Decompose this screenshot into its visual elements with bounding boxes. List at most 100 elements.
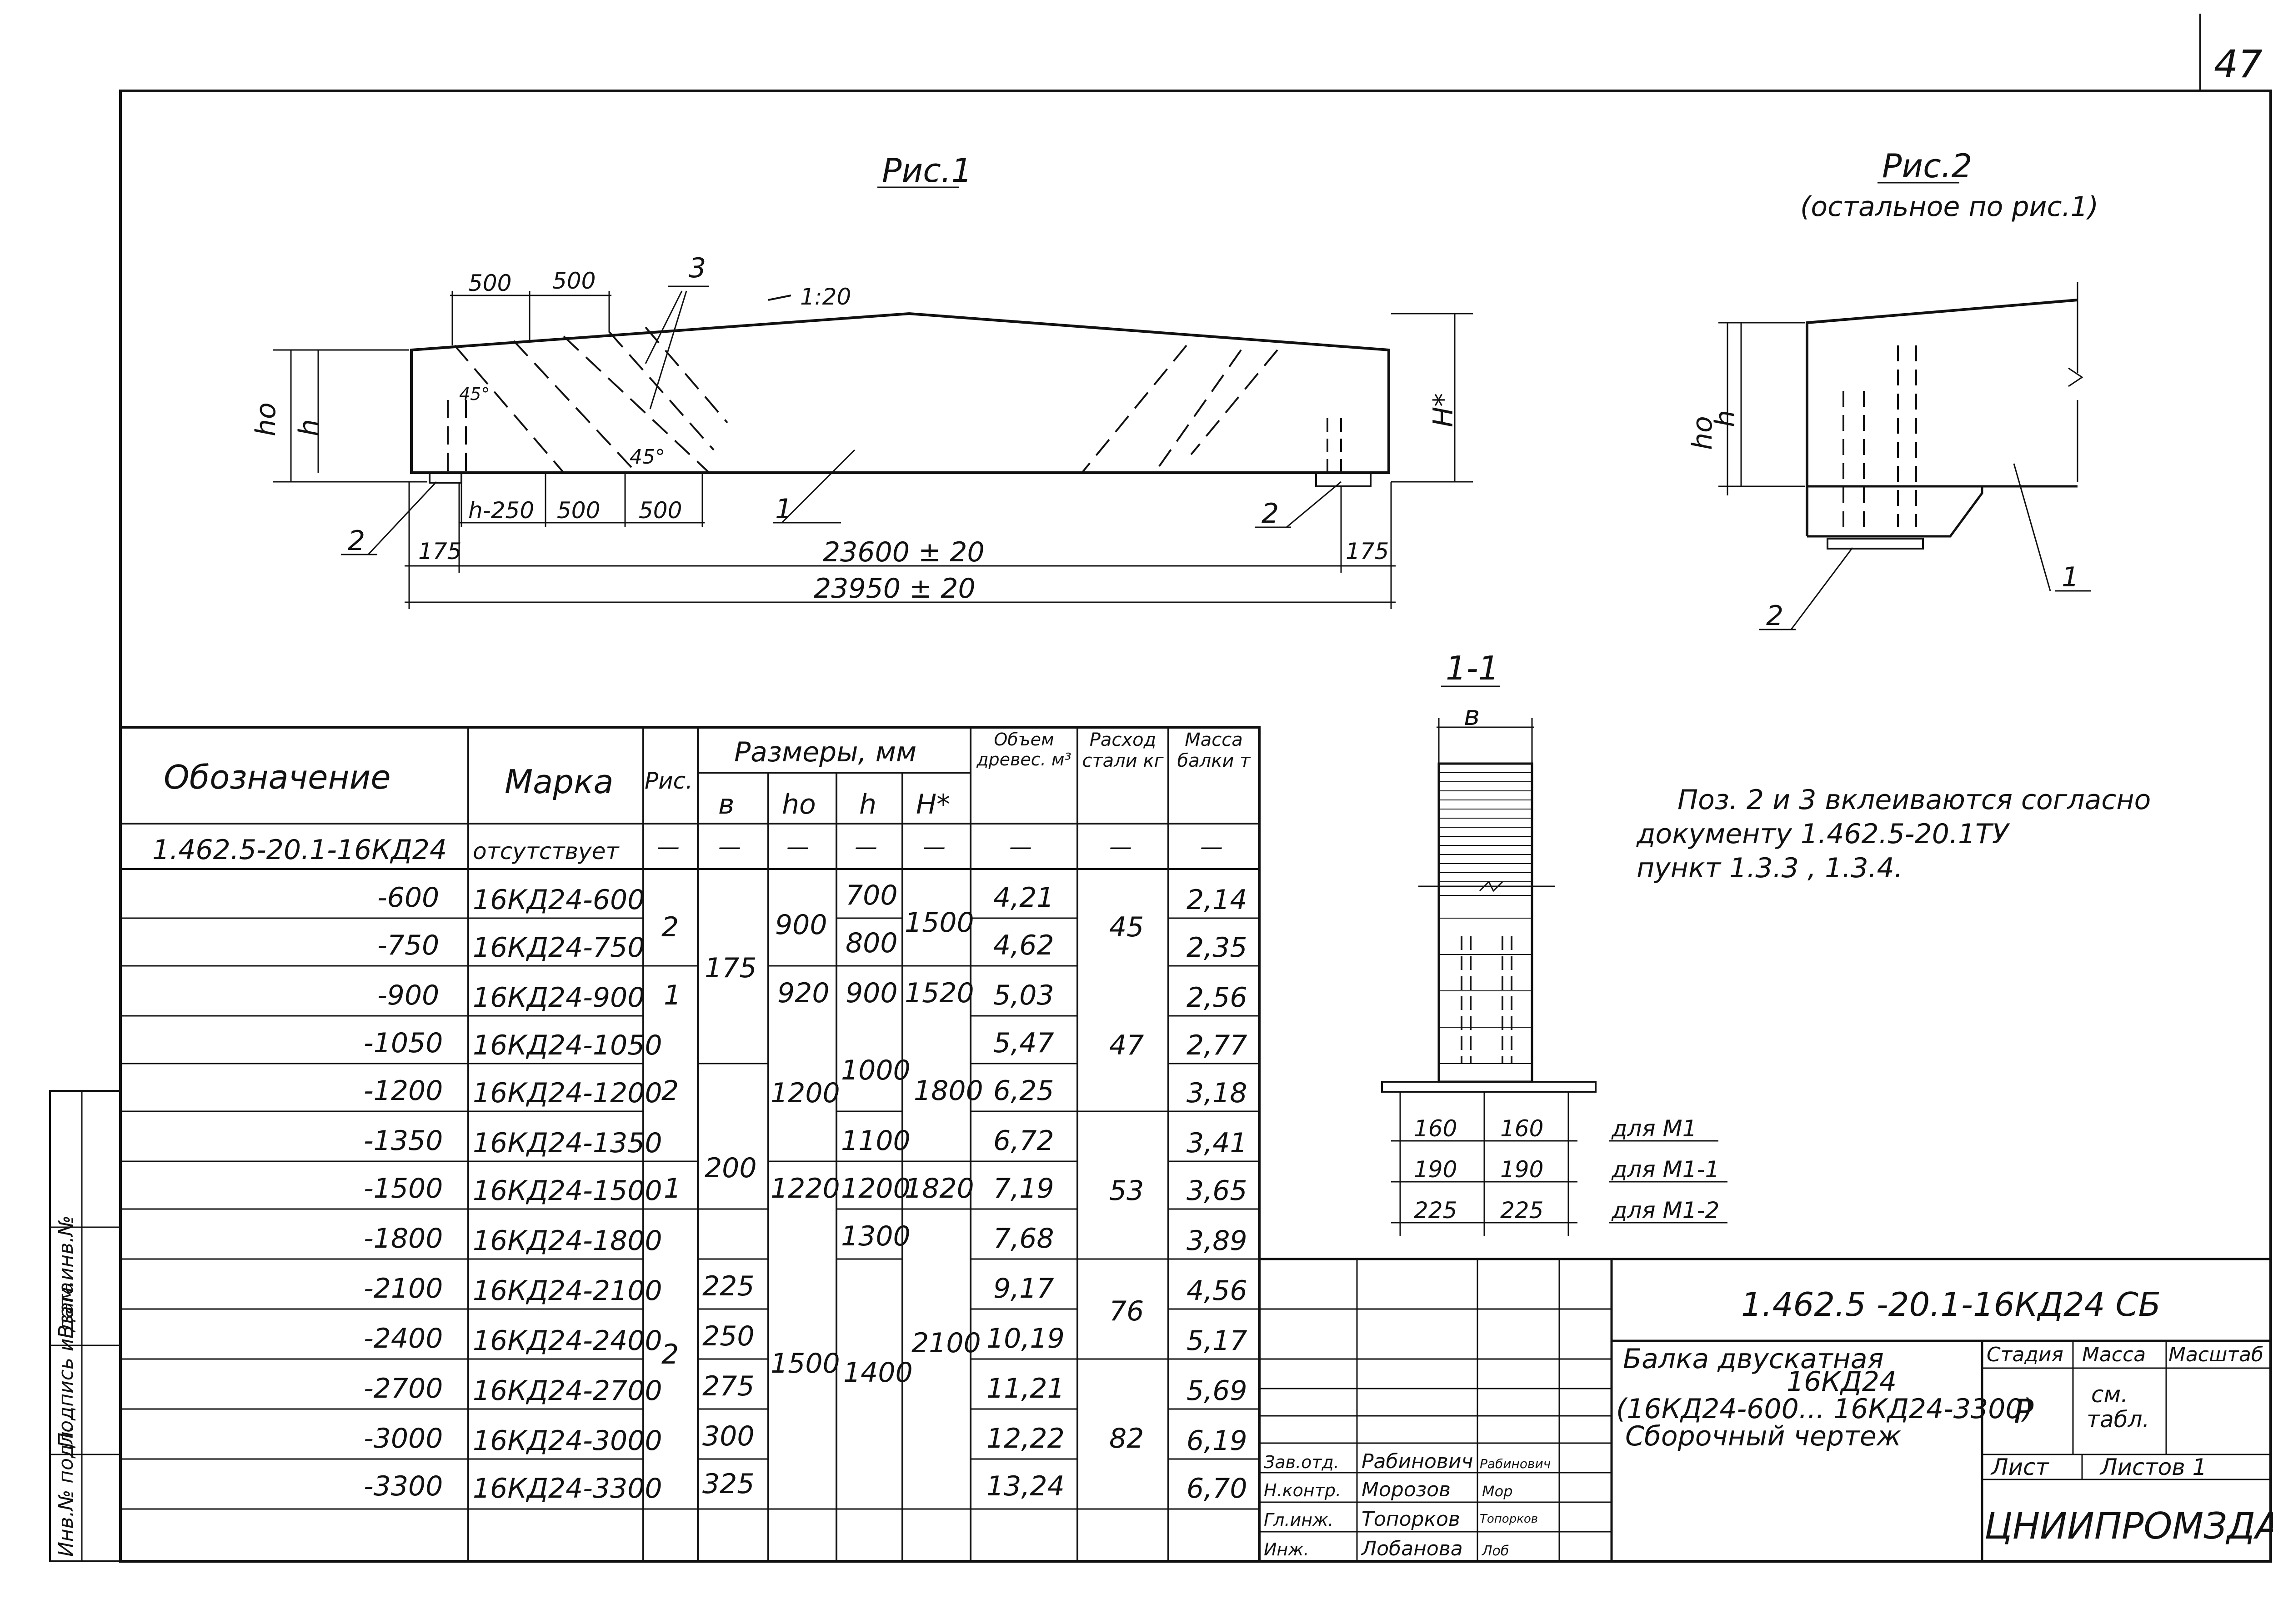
merged-H-1520: 1520	[905, 977, 974, 1009]
row0-H: —	[923, 834, 946, 860]
fig1-h: h	[293, 419, 325, 436]
sheet-number: 47	[2214, 42, 2263, 86]
merged-ho-920: 920	[777, 977, 830, 1009]
row13-oboz: -3300	[364, 1470, 443, 1502]
section-note-m1: для М1	[1611, 1115, 1697, 1142]
row1-vol: 4,21	[993, 882, 1054, 914]
row7-marka: 16КД24-1500	[473, 1175, 662, 1207]
row4-vol: 5,47	[993, 1027, 1054, 1059]
th-steel: Расход стали кг	[1082, 730, 1164, 771]
row0-h: —	[855, 834, 877, 860]
title-block: Зав.отд. Рабинович Рабинович Н.контр. Мо…	[1259, 1258, 2273, 1561]
section-dim-160b: 160	[1500, 1115, 1543, 1142]
note-line1: Поз. 2 и 3 вклеиваются согласно	[1677, 784, 2151, 816]
fig2-pos-1: 1	[2062, 561, 2079, 593]
merged-H-1820: 1820	[905, 1173, 974, 1204]
row13-b: 325	[702, 1468, 755, 1500]
fig1-dim-bot-h250: h-250	[468, 497, 534, 524]
row7-oboz: -1500	[364, 1173, 443, 1204]
row5-mass: 3,18	[1187, 1077, 1247, 1109]
th-H: H*	[916, 789, 950, 820]
merged-ho-1500: 1500	[771, 1348, 840, 1379]
fig1-dim-bot-500b: 500	[639, 497, 682, 524]
row9-b: 225	[702, 1270, 755, 1302]
fig1-length-outer: 23950 ± 20	[814, 573, 976, 605]
row10-b: 250	[702, 1320, 755, 1352]
row4-oboz: -1050	[364, 1027, 443, 1059]
merged-h-1400: 1400	[843, 1357, 913, 1389]
fig1-title: Рис.1	[882, 151, 972, 190]
row4-mass: 2,77	[1187, 1029, 1247, 1061]
tb-sheet-label: Лист	[1990, 1454, 2050, 1480]
row2-h: 800	[846, 927, 898, 959]
row11-oboz: -2700	[364, 1373, 443, 1404]
side-inv-podl: Инв.№ подл.	[55, 1425, 78, 1557]
row0-mass: —	[1200, 834, 1223, 860]
row12-oboz: -3000	[364, 1423, 443, 1454]
row5-vol: 6,25	[993, 1075, 1054, 1107]
section-b: в	[1464, 700, 1480, 732]
row3-mass: 2,56	[1187, 982, 1247, 1014]
tb-name-line3: (16КД24-600... 16КД24-3300)	[1616, 1393, 2033, 1425]
row8-h: 1300	[841, 1220, 911, 1252]
merged-steel-47: 47	[1109, 1029, 1144, 1061]
row0-b: —	[718, 834, 741, 860]
fig1-dim-end-left: 175	[418, 538, 461, 565]
row12-marka: 16КД24-3000	[473, 1425, 662, 1457]
fig1-dim-top-500a: 500	[468, 270, 511, 296]
row0-steel: —	[1109, 834, 1132, 860]
row10-oboz: -2400	[364, 1323, 443, 1354]
row3-vol: 5,03	[993, 979, 1054, 1011]
fig2-h: h	[1709, 410, 1741, 427]
tb-name-0: Рабинович	[1362, 1450, 1473, 1473]
side-podpis: Подпись и дата	[55, 1282, 78, 1448]
fig2-pos-2: 2	[1766, 600, 1783, 632]
th-oboznachenie: Обозначение	[164, 758, 391, 796]
section-dim-160a: 160	[1414, 1115, 1457, 1142]
section-note-m1-1: для М1-1	[1611, 1156, 1719, 1183]
fig2-subtitle: (остальное по рис.1)	[1800, 191, 2098, 223]
merged-steel-82: 82	[1109, 1423, 1144, 1454]
merged-steel-45: 45	[1109, 911, 1144, 943]
th-razmery: Размеры, мм	[734, 736, 916, 768]
row6-oboz: -1350	[364, 1125, 443, 1157]
row0-vol: —	[1009, 834, 1032, 860]
section-dim-225b: 225	[1500, 1197, 1543, 1224]
row6-h: 1100	[841, 1125, 911, 1157]
tb-role-2: Гл.инж.	[1264, 1510, 1333, 1530]
tb-sign-3: Лоб	[1482, 1543, 1509, 1559]
th-mass: Масса балки т	[1177, 730, 1251, 771]
row13-vol: 13,24	[986, 1470, 1065, 1502]
merged-ris-1b: 1	[664, 1173, 681, 1204]
row6-vol: 6,72	[993, 1125, 1054, 1157]
note-line2: документу 1.462.5-20.1ТУ	[1636, 818, 2010, 850]
tb-stage-label: Стадия	[1987, 1343, 2063, 1366]
merged-H-1500: 1500	[905, 907, 974, 939]
table-row: 1.462.5-20.1-16КД24 отсутствует — — — — …	[152, 834, 1223, 866]
tb-mass-value-2: табл.	[2087, 1406, 2149, 1433]
fig1-pos-3: 3	[689, 252, 706, 284]
th-marka: Марка	[505, 763, 614, 801]
merged-H-1800: 1800	[914, 1075, 983, 1107]
merged-ris-2a: 2	[661, 911, 679, 943]
merged-b-200: 200	[705, 1152, 757, 1184]
row12-mass: 6,19	[1187, 1425, 1247, 1457]
fig2-ho: ho	[1687, 416, 1718, 450]
section-note-m1-2: для М1-2	[1611, 1197, 1719, 1224]
row11-marka: 16КД24-2700	[473, 1375, 662, 1407]
sheet-number-box: 47	[2199, 14, 2263, 91]
row11-b: 275	[702, 1370, 755, 1402]
tb-sign-1: Мор	[1482, 1483, 1513, 1500]
row0-ho: —	[786, 834, 809, 860]
fig1-angle-a: 45°	[459, 384, 490, 404]
row12-b: 300	[702, 1420, 755, 1452]
note-line3: пункт 1.3.3 , 1.3.4.	[1637, 852, 1903, 884]
side-stamp: Инв.№ подл. Подпись и дата Взам.инв.№	[49, 1090, 121, 1562]
note: Поз. 2 и 3 вклеиваются согласно документ…	[1636, 784, 2151, 884]
row9-oboz: -2100	[364, 1273, 443, 1304]
merged-steel-53: 53	[1109, 1175, 1144, 1207]
section-dim-190a: 190	[1414, 1156, 1457, 1183]
section-dim-225a: 225	[1414, 1197, 1457, 1224]
row10-mass: 5,17	[1187, 1325, 1247, 1357]
